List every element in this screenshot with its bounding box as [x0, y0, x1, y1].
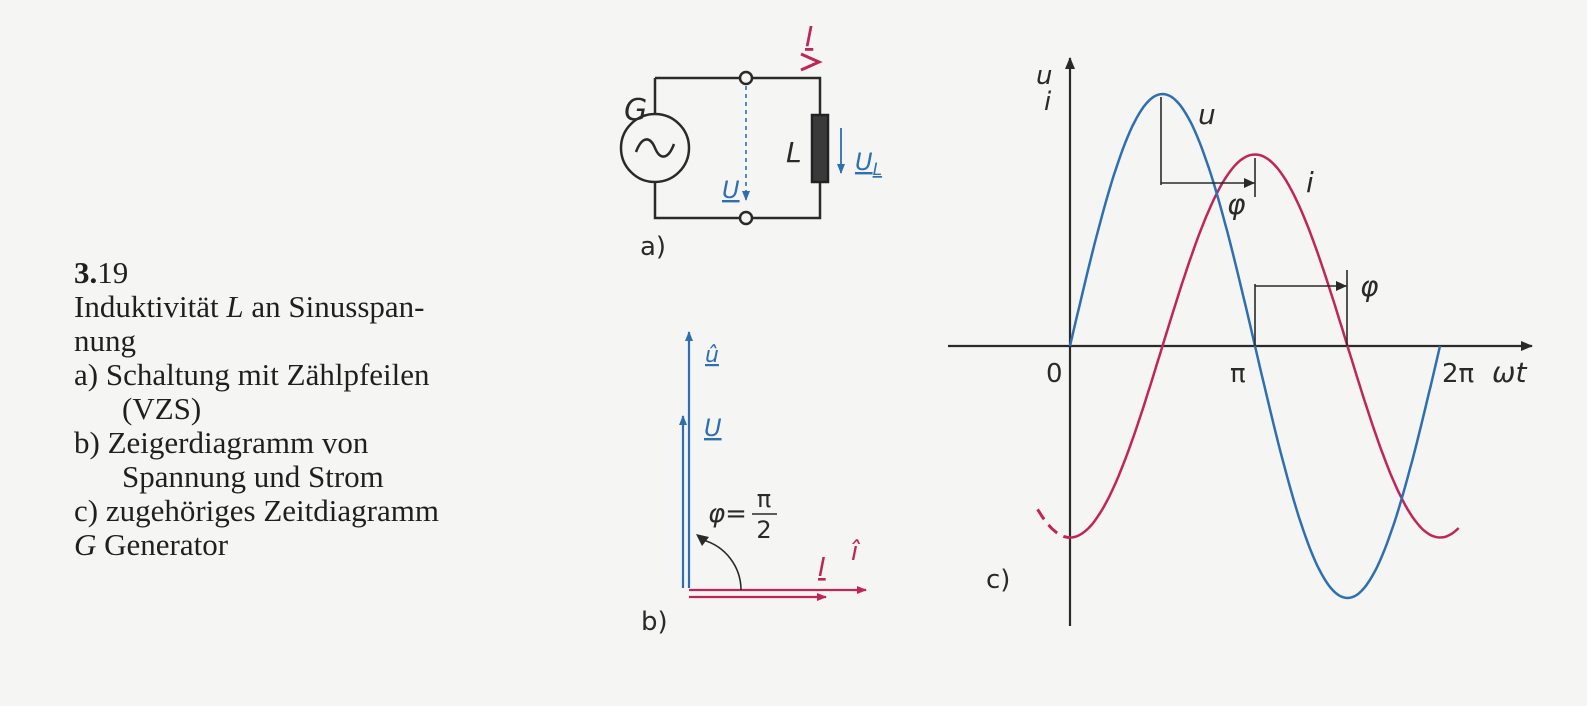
phi-label-lower: φ: [1360, 270, 1379, 303]
caption-item-a-cont: (VZS): [122, 391, 202, 426]
curve-label-u: u: [1198, 98, 1216, 131]
y-axis-label-u: u: [1036, 61, 1052, 91]
phasor-phi-label: φ=: [708, 499, 747, 529]
phase-angle-arc: [702, 539, 742, 591]
sine-wave-icon: [634, 138, 676, 158]
caption-item-b: b) Zeigerdiagramm von: [74, 425, 369, 460]
terminal-bottom: [738, 210, 754, 226]
x-tick-0: 0: [1046, 359, 1063, 389]
circuit-diagram: [619, 70, 830, 226]
curve-i-dashed: [1036, 508, 1070, 539]
generator-symbol: [619, 112, 691, 184]
generator-label: G: [624, 93, 647, 128]
panel-label-b: b): [641, 607, 668, 637]
caption-title-cont: nung: [74, 323, 136, 358]
curve-label-i: i: [1306, 166, 1314, 199]
curve-i: [1069, 153, 1460, 539]
terminal-top: [738, 70, 754, 86]
caption-item-c: c) zugehöriges Zeitdiagramm: [74, 493, 439, 528]
phasor-label-u: U: [704, 414, 722, 442]
voltage-label-u: U: [722, 176, 740, 204]
caption-item-a: a) Schaltung mit Zählpfeilen: [74, 357, 430, 392]
x-axis-label: ωt: [1492, 356, 1527, 389]
phasor-label-i: I: [818, 553, 826, 583]
caption-item-b-cont: Spannung und Strom: [122, 459, 384, 494]
inductor-label: L: [786, 136, 802, 169]
time-diagram: [948, 57, 1533, 626]
inductor-symbol: [810, 113, 830, 184]
x-tick-2pi: 2π: [1442, 359, 1474, 389]
current-arrow-i: [800, 52, 823, 72]
phasor-label-u-hat: û: [705, 343, 719, 368]
current-label: I: [805, 20, 813, 53]
phasor-phi-denominator: 2: [756, 516, 771, 544]
x-tick-pi: π: [1230, 359, 1246, 389]
panel-label-a: a): [640, 232, 666, 262]
phasor-phi-numerator: π: [757, 485, 771, 513]
caption-item-g: G Generator: [74, 527, 229, 562]
circuit-wires: [653, 76, 822, 220]
caption-title: Induktivität L an Sinusspan-: [74, 289, 425, 324]
caption-number: 3.19: [74, 255, 129, 290]
phasor-label-i-hat: î: [851, 537, 861, 567]
panel-label-c: c): [986, 565, 1010, 595]
phase-angle-arrowhead: [696, 534, 709, 546]
phase-arrowhead-lower: [1336, 281, 1347, 291]
phasor-diagram: [679, 331, 867, 601]
voltage-label-ul: UL: [855, 148, 882, 180]
phi-label-upper: φ: [1227, 188, 1246, 221]
figure-caption: 3.19 Induktivität L an Sinusspan- nung a…: [74, 256, 594, 562]
y-axis-label-i: i: [1044, 87, 1052, 117]
phase-arrowhead-upper: [1244, 178, 1255, 188]
